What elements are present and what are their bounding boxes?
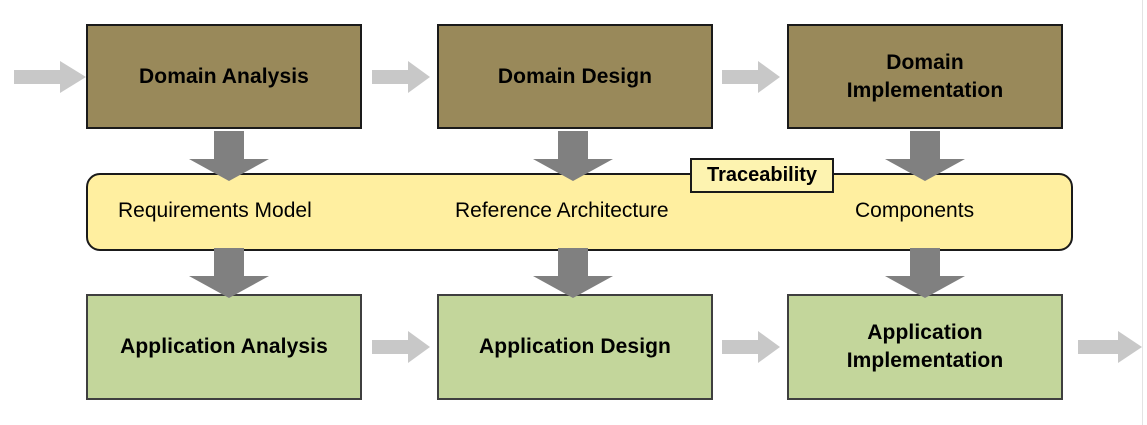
reference-architecture-to-application-design-arrow-icon	[533, 248, 613, 298]
domain-implementation-label: Domain Implementation	[846, 50, 1004, 102]
application-implementation-label: Application Implementation	[846, 321, 1004, 372]
components-to-application-implementation-arrow-icon	[885, 248, 965, 298]
application-design-box[interactable]: Application Design	[437, 294, 713, 400]
application-design-to-application-implementation-arrow-icon	[722, 330, 780, 364]
page-edge-line	[1142, 0, 1143, 425]
application-analysis-box[interactable]: Application Analysis	[86, 294, 362, 400]
domain-implementation-box[interactable]: Domain Implementation	[787, 24, 1063, 129]
traceability-tag-label: Traceability	[706, 164, 818, 186]
application-implementation-box[interactable]: Application Implementation	[787, 294, 1063, 400]
domain-analysis-to-domain-design-arrow-icon	[372, 60, 430, 94]
outflow-arrow-icon	[1078, 330, 1142, 364]
inflow-arrow-icon	[14, 60, 86, 94]
application-design-label: Application Design	[479, 335, 671, 359]
domain-design-to-domain-implementation-arrow-icon	[722, 60, 780, 94]
traceability-tag[interactable]: Traceability	[690, 158, 834, 193]
domain-analysis-to-requirements-model-arrow-icon	[189, 131, 269, 181]
application-analysis-label: Application Analysis	[120, 335, 328, 359]
reference-architecture-label: Reference Architecture	[455, 199, 669, 222]
domain-analysis-label: Domain Analysis	[139, 64, 309, 88]
application-analysis-to-application-design-arrow-icon	[372, 330, 430, 364]
domain-implementation-to-components-arrow-icon	[885, 131, 965, 181]
domain-analysis-box[interactable]: Domain Analysis	[86, 24, 362, 129]
domain-design-label: Domain Design	[497, 64, 653, 88]
requirements-model-label: Requirements Model	[118, 199, 312, 222]
domain-design-box[interactable]: Domain Design	[437, 24, 713, 129]
components-label: Components	[855, 199, 975, 222]
requirements-model-to-application-analysis-arrow-icon	[189, 248, 269, 298]
domain-design-to-reference-architecture-arrow-icon	[533, 131, 613, 181]
